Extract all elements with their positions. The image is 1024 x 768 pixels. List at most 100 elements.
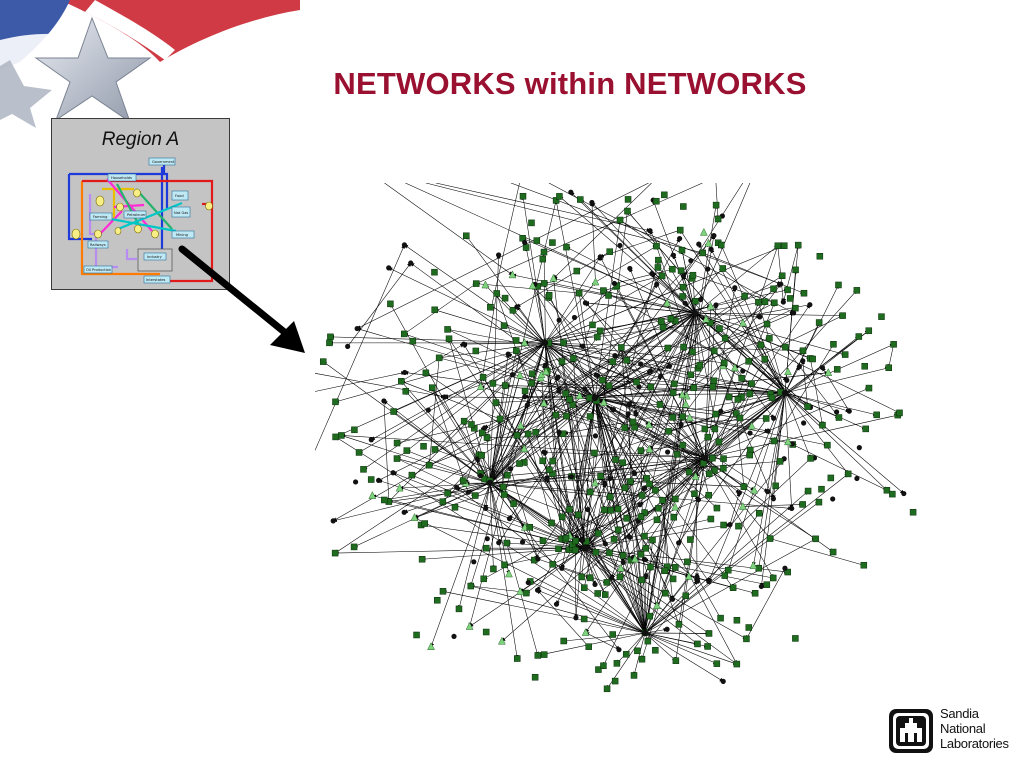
network-edge <box>414 517 646 634</box>
network-node-circle <box>483 505 489 511</box>
network-node-square <box>835 414 843 421</box>
network-edge <box>531 382 567 417</box>
network-node-circle <box>592 581 598 588</box>
network-edge <box>563 432 586 549</box>
network-node-square <box>704 643 711 650</box>
network-edge <box>704 304 811 459</box>
network-node-square <box>717 241 725 249</box>
network-node-triangle <box>599 397 608 406</box>
network-node-triangle <box>784 367 792 376</box>
network-node-triangle <box>395 483 404 492</box>
network-node-circle <box>568 189 574 195</box>
network-node-circle <box>856 445 862 451</box>
network-edge <box>546 397 596 480</box>
network-node-circle <box>765 428 771 434</box>
network-edge <box>644 235 716 634</box>
network-edge <box>579 199 696 314</box>
network-edge <box>329 334 546 344</box>
network-node-square <box>661 191 668 199</box>
network-node-square <box>467 582 475 590</box>
network-node-square <box>860 561 868 569</box>
network-node-triangle <box>750 485 759 494</box>
network-edge <box>720 244 786 394</box>
network-edge <box>644 566 653 633</box>
network-edge <box>485 437 491 484</box>
network-node-circle <box>736 490 742 496</box>
network-edge <box>644 632 677 662</box>
network-node-circle <box>607 475 613 482</box>
network-edge <box>568 399 646 634</box>
network-node-square <box>482 628 490 636</box>
network-edge <box>515 350 596 399</box>
network-node-circle <box>626 401 632 407</box>
network-node-square <box>566 506 573 513</box>
network-node-square <box>804 403 811 410</box>
network-node-triangle <box>678 390 687 399</box>
network-node-square <box>367 476 375 483</box>
network-edge <box>722 365 752 384</box>
network-node-square <box>746 451 754 459</box>
network-edge <box>558 431 646 634</box>
network-node-square <box>504 471 511 479</box>
network-node-square <box>401 330 408 338</box>
network-edge <box>739 393 751 419</box>
network-node-square <box>889 490 896 498</box>
network-node-square <box>586 394 593 402</box>
network-node-triangle <box>410 513 419 521</box>
network-edge <box>694 312 761 319</box>
network-edge <box>784 392 794 509</box>
network-edge <box>529 581 646 634</box>
network-node-square <box>682 592 690 600</box>
network-edge <box>694 312 844 318</box>
network-edge <box>752 392 786 567</box>
network-edge <box>470 584 521 592</box>
network-node-circle <box>477 473 484 479</box>
network-edge <box>566 246 696 314</box>
network-edge <box>572 404 706 459</box>
network-node-square <box>479 374 487 381</box>
network-edge <box>489 482 643 581</box>
network-node-circle <box>401 509 407 515</box>
network-edge <box>567 397 596 551</box>
network-node-square <box>468 421 475 428</box>
network-node-square <box>855 333 863 340</box>
network-edge <box>489 482 519 660</box>
network-node-square <box>586 413 594 420</box>
network-node-circle <box>544 476 550 482</box>
network-node-square <box>471 492 479 499</box>
network-edge <box>544 342 834 553</box>
network-node-triangle <box>702 314 710 323</box>
network-edge <box>704 457 774 579</box>
network-node-square <box>641 532 648 540</box>
network-edge <box>700 183 751 300</box>
network-node-circle <box>345 343 351 350</box>
network-node-square <box>585 643 592 650</box>
network-node-triangle <box>616 563 625 572</box>
network-node-square <box>623 515 630 522</box>
network-node-square <box>720 521 727 529</box>
network-node-circle <box>534 587 541 593</box>
network-node-square <box>658 272 666 280</box>
network-node-square <box>560 339 567 346</box>
network-edge <box>411 474 586 549</box>
network-node-triangle <box>508 270 517 279</box>
network-node-square <box>671 380 678 388</box>
network-node-circle <box>542 362 548 368</box>
network-node-triangle <box>652 601 661 609</box>
network-node-circle <box>695 497 702 503</box>
network-node-square <box>792 304 799 312</box>
network-node-square <box>862 425 869 433</box>
network-node-circle <box>555 374 561 380</box>
network-edge <box>485 284 596 399</box>
network-edge <box>476 283 580 295</box>
network-edge <box>584 452 597 549</box>
network-node-circle <box>830 496 836 502</box>
sandia-thunderbird-icon <box>889 709 933 753</box>
network-node-square <box>591 449 598 457</box>
network-node-square <box>815 498 823 506</box>
network-node-triangle <box>497 636 506 645</box>
network-node-square <box>596 327 604 335</box>
node-farming: Farming <box>93 215 107 219</box>
network-edge <box>695 392 786 477</box>
network-node-square <box>439 588 447 595</box>
